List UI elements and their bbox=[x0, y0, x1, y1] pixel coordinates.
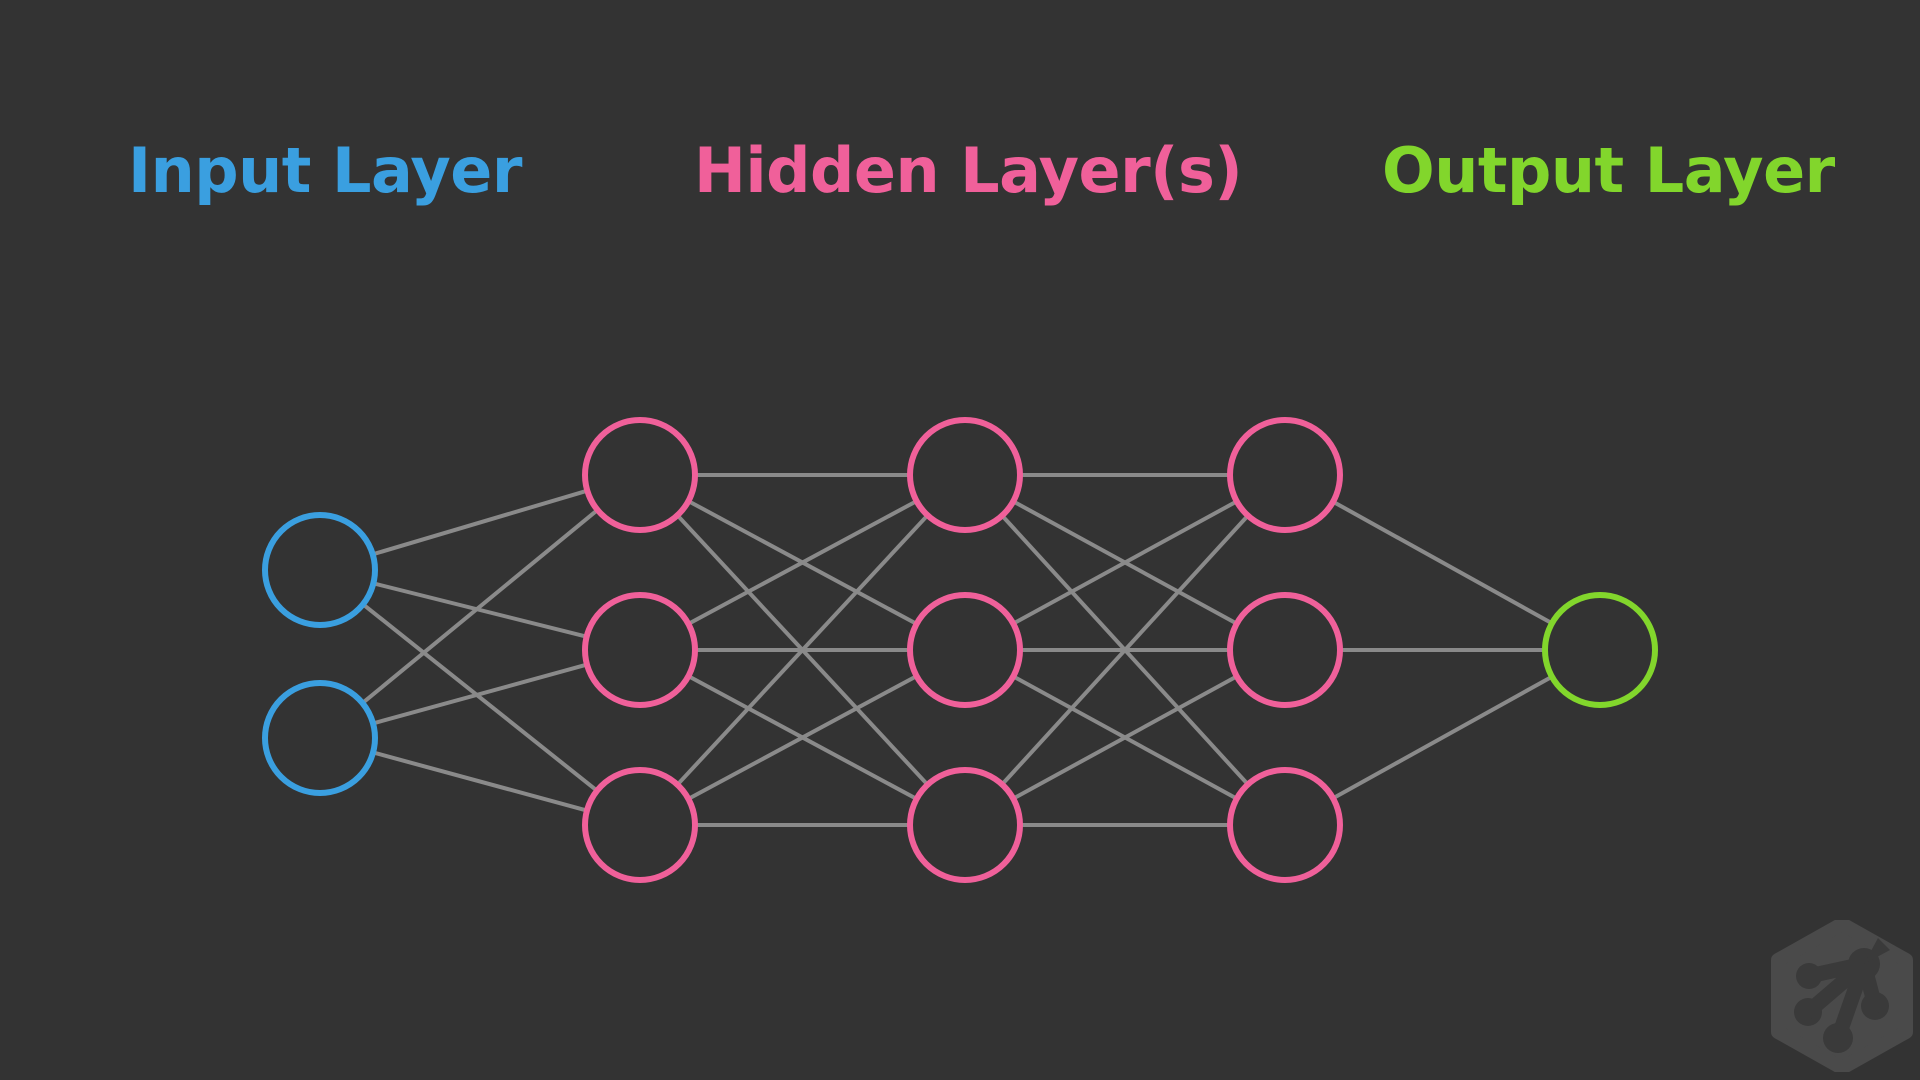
input-layer-label: Input Layer bbox=[128, 134, 522, 207]
neuron-node-hidden3-3[interactable] bbox=[1227, 767, 1343, 883]
neuron-node-hidden1-1[interactable] bbox=[582, 417, 698, 533]
neuron-node-hidden2-3[interactable] bbox=[907, 767, 1023, 883]
connection-line bbox=[361, 508, 599, 705]
connection-line bbox=[1012, 674, 1238, 801]
neuron-node-hidden3-1[interactable] bbox=[1227, 417, 1343, 533]
connection-line bbox=[687, 499, 918, 626]
connection-lines bbox=[361, 473, 1553, 827]
hexagon-neuron-logo-icon bbox=[1771, 920, 1913, 1072]
connection-line bbox=[687, 674, 918, 801]
neuron-node-hidden1-3[interactable] bbox=[582, 767, 698, 883]
connection-line bbox=[675, 513, 930, 787]
connection-line bbox=[361, 602, 599, 793]
connection-line bbox=[1332, 499, 1553, 626]
connection-line bbox=[1012, 499, 1238, 626]
hidden-layer-label: Hidden Layer(s) bbox=[694, 134, 1243, 207]
connection-line bbox=[1332, 674, 1553, 801]
connection-line bbox=[372, 750, 588, 813]
neuron-node-input-1[interactable] bbox=[262, 512, 378, 628]
neuron-node-hidden2-2[interactable] bbox=[907, 592, 1023, 708]
connection-line bbox=[1000, 514, 1250, 786]
connection-line bbox=[372, 581, 588, 639]
neuron-node-hidden1-2[interactable] bbox=[582, 592, 698, 708]
neuron-node-hidden3-2[interactable] bbox=[1227, 592, 1343, 708]
connection-line bbox=[372, 662, 588, 726]
neuron-node-hidden2-1[interactable] bbox=[907, 417, 1023, 533]
connection-line bbox=[372, 488, 588, 557]
neuron-node-output-1[interactable] bbox=[1542, 592, 1658, 708]
neuron-node-input-2[interactable] bbox=[262, 680, 378, 796]
neuron-nodes bbox=[262, 417, 1658, 883]
output-layer-label: Output Layer bbox=[1382, 134, 1835, 207]
